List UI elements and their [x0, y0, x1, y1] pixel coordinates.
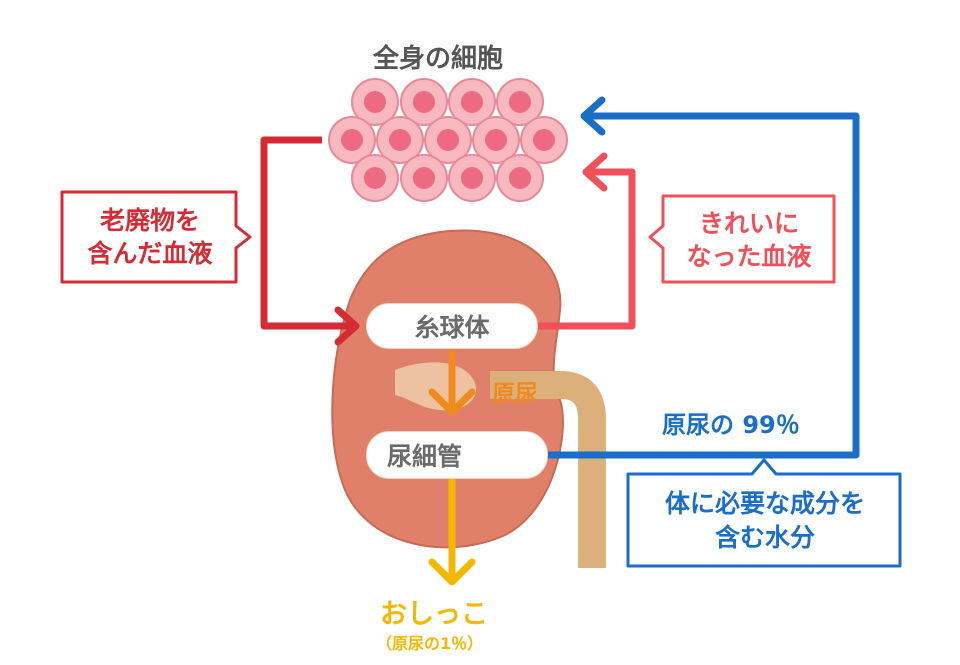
clean-blood-label: きれいに なった血液	[666, 200, 832, 280]
waste-blood-line2: 含んだ血液	[87, 239, 213, 268]
water-line1: 体に必要な成分を	[664, 489, 865, 518]
body-cell	[448, 154, 496, 202]
waste-blood-note	[60, 190, 252, 284]
body-cell	[351, 78, 399, 126]
reabsorb-arrow	[548, 112, 860, 459]
water-label: 体に必要な成分を 含む水分	[632, 478, 898, 564]
tubule-text: 尿細管	[387, 442, 463, 471]
waste-arrowhead	[334, 306, 360, 346]
urine-sub-label: （原尿の1％）	[376, 634, 484, 653]
waste-blood-arrow	[260, 136, 352, 330]
body-cell	[448, 78, 496, 126]
water-line2: 含む水分	[714, 523, 815, 552]
waste-blood-label: 老廃物を 含んだ血液	[66, 196, 234, 278]
body-cells-cluster	[328, 78, 568, 202]
body-cell	[472, 116, 520, 164]
urine-label: おしっこ	[380, 599, 488, 630]
clean-blood-arrow	[537, 168, 636, 330]
waste-blood-line1: 老廃物を	[99, 206, 200, 235]
body-cell	[496, 78, 544, 126]
body-cell	[496, 154, 544, 202]
clean-blood-line2: なった血液	[686, 242, 812, 271]
clean-blood-line1: きれいに	[698, 209, 799, 238]
ureter	[490, 371, 606, 568]
body-cell	[520, 116, 568, 164]
body-cell	[328, 116, 376, 164]
primary-urine-label: 原尿	[492, 381, 538, 407]
clean-arrowhead	[582, 152, 608, 192]
reabsorb-arrowhead	[580, 96, 606, 136]
body-cell	[400, 78, 448, 126]
clean-blood-note	[648, 194, 836, 284]
page-title: 全身の細胞	[373, 44, 504, 74]
tubule-label: 尿細管	[367, 432, 547, 478]
water-note	[626, 458, 902, 568]
urine-arrowhead	[428, 558, 476, 586]
reabsorb-label: 原尿の 99％	[662, 411, 800, 439]
body-cell	[400, 154, 448, 202]
body-cell	[424, 116, 472, 164]
glomerulus-label: 糸球体	[367, 304, 537, 348]
primary-urine-arrowhead	[428, 388, 476, 416]
body-cell	[351, 154, 399, 202]
body-cell	[376, 116, 424, 164]
